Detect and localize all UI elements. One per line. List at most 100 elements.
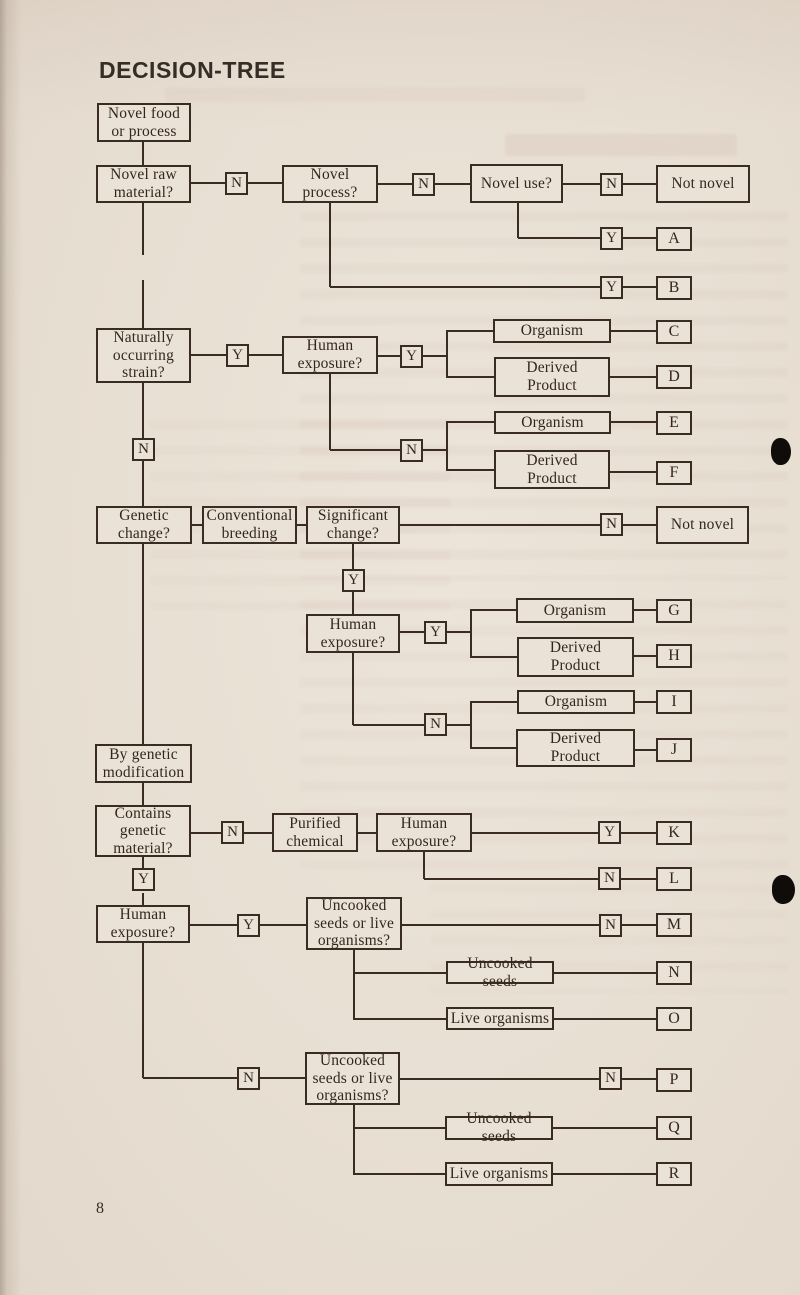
node-uncooked-seeds-or-live-organisms-1: Uncooked seeds or live organisms? [306,897,402,950]
punch-hole-artifact [771,438,791,465]
yn-box-yes-16: Y [132,868,155,891]
node-not-novel-top-label: Not novel [671,175,735,193]
connector-line [192,524,202,526]
connector-line [622,1078,656,1080]
node-novel-raw-material-label: Novel raw material? [110,166,177,201]
connector-line [471,609,516,611]
node-live-organisms-1-label: Live organisms [450,1009,550,1027]
node-naturally-occurring-strain: Naturally occurring strain? [96,328,191,383]
node-derived-product-h: Derived Product [517,637,634,677]
connector-line [142,203,144,255]
connector-line [447,376,494,378]
node-organism-g: Organism [516,598,634,623]
outcome-box-O: O [656,1007,692,1031]
node-live-organisms-2-label: Live organisms [449,1165,549,1183]
yn-box-no-2: N [600,173,623,196]
node-human-exposure-2-label: Human exposure? [320,615,386,651]
yn-box-yes-4: Y [600,276,623,299]
connector-line [352,592,354,615]
node-uncooked-seeds-2: Uncooked seeds [445,1110,553,1145]
yn-box-no-0: N [225,172,248,195]
connector-line [244,832,272,834]
node-significant-change-label: Significant change? [317,507,389,542]
connector-line [402,924,599,926]
node-novel-food-or-process: Novel food or process [97,103,191,142]
node-uncooked-seeds-1-label: Uncooked seeds [467,954,533,990]
connector-line [191,354,226,356]
connector-line [611,421,656,423]
connector-line [142,383,144,438]
yn-box-no-20: N [599,1067,622,1090]
connector-line [142,783,144,805]
connector-line [378,355,400,357]
node-conventional-breeding: Conventional breeding [202,506,297,544]
connector-line [353,1105,355,1175]
connector-line [400,524,600,526]
node-human-exposure-3: Human exposure? [96,905,190,943]
node-human-exposure-3-label: Human exposure? [110,906,176,941]
connector-line [553,1173,656,1175]
connector-line [353,950,355,1020]
node-uncooked-seeds-or-live-organisms-1-label: Uncooked seeds or live organisms? [313,897,395,950]
connector-line [423,449,447,451]
connector-line [330,286,600,288]
connector-line [470,701,472,749]
connector-line [142,857,144,868]
connector-line [623,524,656,526]
node-not-novel-mid-label: Not novel [670,516,735,534]
connector-line [142,893,144,905]
yn-box-no-9: N [600,513,623,536]
connector-line [517,203,519,238]
connector-line [472,832,598,834]
connector-line [621,237,657,239]
yn-box-yes-11: Y [424,621,447,644]
node-novel-use: Novel use? [470,164,563,203]
connector-line [353,724,424,726]
connector-line [610,376,656,378]
connector-line [634,655,656,657]
connector-line [621,286,657,288]
connector-line [635,701,656,703]
node-novel-food-or-process-label: Novel food or process [107,104,181,140]
connector-line [142,461,144,506]
outcome-box-E: E [656,411,692,435]
node-organism-i: Organism [517,690,635,714]
outcome-box-D: D [656,365,692,389]
punch-hole-artifact [772,875,795,904]
connector-line [471,701,517,703]
bleed-through-text [165,88,585,102]
yn-box-no-18: N [599,914,622,937]
outcome-box-R: R [656,1162,692,1186]
connector-line [635,749,656,751]
node-uncooked-seeds-2-label: Uncooked seeds [466,1110,532,1145]
node-derived-product-d: Derived Product [494,357,610,397]
connector-line [142,280,144,328]
connector-line [358,832,376,834]
connector-line [424,878,598,880]
yn-box-no-19: N [237,1067,260,1090]
node-derived-product-f-label: Derived Product [526,451,578,487]
yn-box-no-15: N [598,867,621,890]
connector-line [447,330,493,332]
connector-line [554,972,656,974]
connector-line [435,183,470,185]
yn-box-yes-5: Y [226,344,249,367]
connector-line [400,1078,599,1080]
node-contains-genetic-material-label: Contains genetic material? [113,804,173,857]
node-organism-g-label: Organism [543,601,607,619]
connector-line [142,141,144,165]
node-live-organisms-1: Live organisms [446,1007,554,1030]
connector-line [330,449,400,451]
page-number: 8 [96,1200,104,1217]
node-human-exposure-1-label: Human exposure? [297,337,363,372]
node-genetic-change-label: Genetic change? [117,507,171,542]
yn-box-yes-14: Y [598,821,621,844]
connector-line [447,421,494,423]
connector-line [622,924,656,926]
connector-line [423,355,447,357]
node-organism-c-label: Organism [520,322,584,340]
connector-line [470,609,472,658]
outcome-box-B: B [656,276,692,300]
outcome-box-H: H [656,644,692,668]
node-derived-product-h-label: Derived Product [549,639,602,674]
